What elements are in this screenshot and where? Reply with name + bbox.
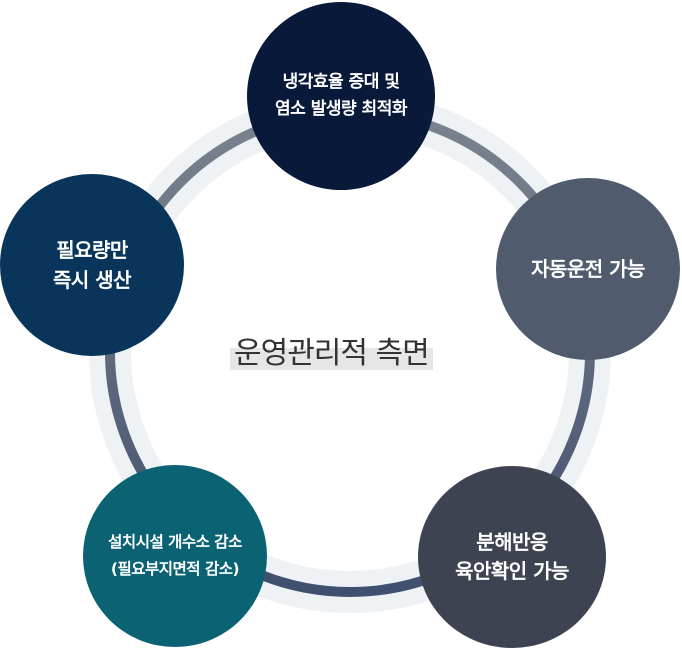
- center-title-text: 운영관리적 측면: [234, 336, 430, 371]
- node-label-line: 염소 발생량 최적화: [275, 99, 407, 119]
- node-label-line: 냉각효율 증대 및: [282, 72, 400, 92]
- node-label-line: 육안확인 가능: [455, 559, 569, 583]
- node-cooling-efficiency: 냉각효율 증대 및 염소 발생량 최적화: [247, 2, 435, 190]
- node-label-line: 설치시설 개수소 감소: [108, 533, 242, 551]
- node-auto-operation: 자동운전 가능: [496, 178, 680, 360]
- node-label-line: (필요부지면적 감소): [110, 560, 240, 578]
- node-label-line: 필요량만: [56, 238, 128, 262]
- node-label-line: 즉시 생산: [52, 268, 132, 292]
- node-label-line: 자동운전 가능: [531, 257, 645, 281]
- node-on-demand-production: 필요량만 즉시 생산: [0, 174, 184, 356]
- node-facility-reduction: 설치시설 개수소 감소 (필요부지면적 감소): [83, 465, 267, 647]
- node-label-line: 분해반응: [476, 530, 548, 554]
- node-visual-inspection: 분해반응 육안확인 가능: [418, 466, 606, 648]
- center-title: 운영관리적 측면: [230, 320, 433, 376]
- title-highlight: [230, 348, 433, 370]
